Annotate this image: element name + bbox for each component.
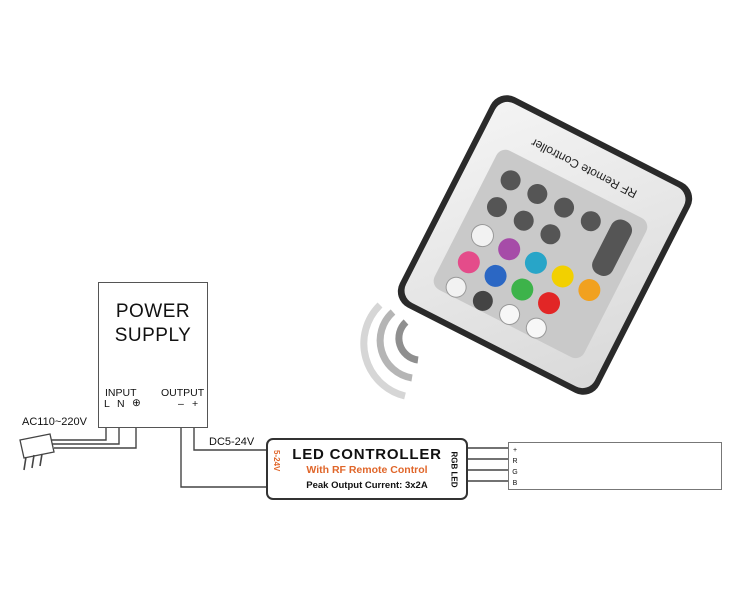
- input-voltage-label: AC110~220V: [22, 416, 87, 428]
- output-voltage-label: DC5-24V: [209, 436, 255, 448]
- psu-input-label: INPUT: [105, 387, 137, 399]
- controller-peak-current: Peak Output Current: 3x2A: [306, 480, 428, 491]
- terminal-plus-label: +: [192, 398, 199, 410]
- wire-ac-n: [50, 424, 120, 445]
- strip-pin-g: G: [512, 469, 518, 476]
- led-strip: + R G B: [508, 442, 722, 490]
- wires: [46, 424, 508, 488]
- remote-button-red: [538, 292, 561, 315]
- remote-button-yellow: [551, 265, 574, 288]
- psu-output-label: OUTPUT: [161, 387, 205, 399]
- controller-voltage-text: 5-24V: [272, 450, 281, 472]
- power-plug-icon: [19, 433, 55, 471]
- remote-button-cyan: [524, 251, 547, 274]
- led-controller: LED CONTROLLER With RF Remote Control Pe…: [266, 438, 468, 500]
- controller-voltage-mark: 5-24V: [272, 450, 282, 471]
- strip-pin-plus: +: [512, 447, 518, 454]
- rf-remote: RF Remote Controller: [397, 95, 693, 395]
- wire-ac-earth: [54, 424, 137, 449]
- remote-button-orange: [578, 279, 601, 302]
- controller-rgb-mark: RGB LED: [449, 445, 463, 497]
- remote-brightness-down-button: [525, 317, 547, 339]
- terminal-n-label: N: [117, 398, 125, 410]
- remote-brightness-up-button: [499, 303, 521, 325]
- rf-signal-icon: [360, 302, 419, 400]
- remote-play-button: [472, 290, 493, 311]
- strip-pin-b: B: [512, 480, 518, 487]
- strip-pin-r: R: [512, 458, 518, 465]
- wire-dc-positive: [193, 424, 268, 451]
- wire-ac-l: [46, 424, 107, 441]
- psu-title-line1: POWER: [115, 301, 191, 322]
- remote-button-pink: [457, 251, 480, 274]
- controller-rgb-text: RGB LED: [449, 451, 459, 488]
- earth-icon: ⊕: [132, 397, 141, 409]
- remote-button-white: [470, 224, 494, 248]
- remote-button-green: [511, 278, 534, 301]
- remote-button-purple: [498, 238, 521, 261]
- strip-pin-labels: + R G B: [511, 445, 519, 489]
- remote-power-button: [445, 276, 467, 298]
- wire-dc-negative: [180, 424, 268, 488]
- power-supply: POWER SUPPLY INPUT OUTPUT L N ⊕ – +: [98, 282, 208, 428]
- terminal-minus-label: –: [178, 398, 184, 410]
- remote-button-blue: [484, 264, 507, 287]
- terminal-l-label: L: [104, 398, 110, 410]
- psu-title-line2: SUPPLY: [114, 325, 192, 346]
- controller-title: LED CONTROLLER: [292, 446, 442, 463]
- controller-subtitle: With RF Remote Control: [306, 464, 428, 476]
